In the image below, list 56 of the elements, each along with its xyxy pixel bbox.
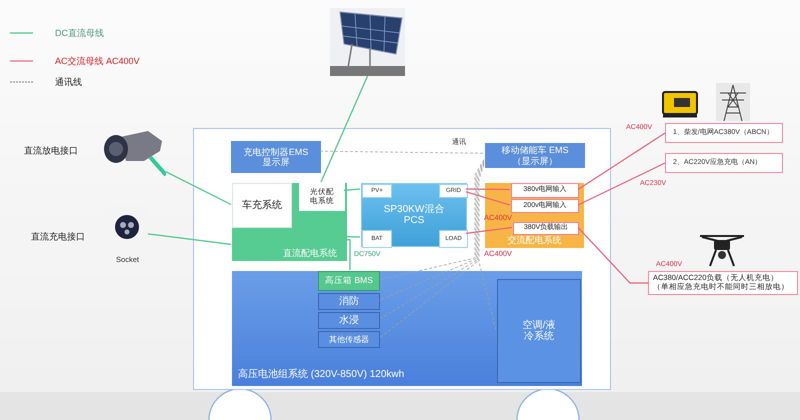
power-line [166, 171, 232, 206]
power-line [578, 162, 666, 206]
load-box [648, 271, 798, 295]
node-label: 其他传感器 [329, 334, 369, 344]
power-line [578, 227, 648, 284]
module-box [318, 271, 380, 291]
legend-text: DC直流母线 [55, 27, 104, 40]
system-panel [485, 183, 584, 248]
node-label: 车充系统 [242, 200, 282, 212]
module-box [318, 293, 380, 310]
connector-caption: 直流放电接口 [24, 144, 78, 158]
port-box [362, 184, 392, 198]
port-box [439, 184, 468, 198]
source-box [665, 123, 783, 143]
power-line [466, 191, 510, 206]
power-line [578, 132, 666, 190]
display-box [231, 141, 321, 173]
node-label: 交流配电系统 [508, 234, 562, 245]
node-label: 空调/液冷系统 [522, 320, 556, 342]
port-box [439, 230, 468, 248]
node-label: 消防 [339, 296, 359, 308]
signal-line [378, 159, 484, 280]
node-label: SP30KW混合 PCS [382, 204, 446, 226]
port-box [511, 199, 579, 213]
power-line [320, 76, 368, 182]
pcs-box [361, 183, 467, 247]
node-label: 移动储能车 EMS（显示屏） [500, 145, 570, 166]
power-line [344, 188, 360, 191]
port-box [511, 183, 579, 198]
power-line [346, 236, 360, 238]
display-box [485, 143, 585, 168]
node-label: 直流配电系统 [283, 248, 337, 258]
source-box [665, 153, 783, 173]
port-box [513, 222, 579, 235]
module-box [497, 279, 581, 383]
module-box [299, 183, 345, 211]
signal-line [320, 150, 484, 154]
connector-caption: 直流充电接口 [31, 230, 85, 244]
node-label: 高压电池组系统 (320V-850V) 120kwh [238, 368, 404, 380]
legend-text: 通讯线 [55, 76, 82, 89]
power-line [148, 233, 232, 245]
module-box [318, 312, 380, 329]
port-box [362, 230, 392, 248]
legend-text: AC交流母线 AC400V [55, 55, 140, 68]
battery-panel [232, 271, 582, 386]
module-box [318, 331, 380, 348]
power-line [466, 226, 512, 234]
node-label: 充电控制器EMS 显示屏 [242, 146, 310, 168]
vehicle-outline [193, 128, 611, 390]
node-label: 水浸 [339, 314, 359, 326]
power-line [466, 188, 510, 190]
system-panel [232, 183, 347, 261]
module-box [232, 183, 292, 228]
power-line [346, 239, 351, 270]
signal-line [478, 164, 496, 330]
node-label: 高压箱 BMS [325, 276, 373, 286]
